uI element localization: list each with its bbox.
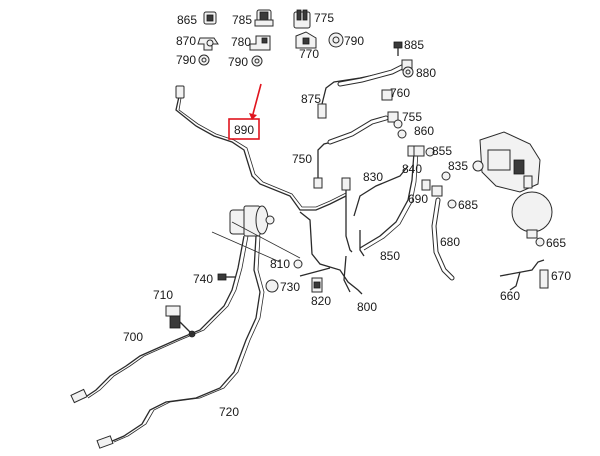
- bolt-885-icon: [393, 41, 403, 56]
- fitting-810-icon: [293, 259, 303, 269]
- label-785: 785: [232, 13, 252, 27]
- label-720: 720: [219, 405, 239, 419]
- hose-680: [431, 197, 455, 281]
- label-670: 670: [551, 269, 571, 283]
- clip-770-icon: [295, 31, 317, 49]
- label-880: 880: [416, 66, 436, 80]
- label-740: 740: [193, 272, 213, 286]
- label-760: 760: [390, 86, 410, 100]
- pipe-830: [341, 165, 409, 253]
- label-780: 780: [231, 35, 251, 49]
- pipe-850: [359, 145, 419, 257]
- label-665: 665: [546, 236, 566, 250]
- label-700: 700: [123, 330, 143, 344]
- label-835: 835: [448, 159, 468, 173]
- washer-755-icon: [393, 119, 403, 129]
- fitting-820-icon: [311, 277, 323, 293]
- clip-870-icon: [197, 37, 219, 51]
- label-790-a: 790: [176, 53, 196, 67]
- pipe-890: [175, 85, 347, 211]
- pipe-800: [299, 211, 363, 295]
- fitting-760-icon: [381, 89, 393, 101]
- label-885: 885: [404, 38, 424, 52]
- bracket-660-icon: [499, 259, 549, 291]
- label-830: 830: [363, 170, 383, 184]
- clip-780-icon: [249, 35, 271, 51]
- label-690: 690: [408, 192, 428, 206]
- label-790-b: 790: [228, 55, 248, 69]
- fitting-840-icon: [421, 179, 431, 191]
- grommet-790-top-icon: [328, 32, 344, 48]
- label-870: 870: [176, 34, 196, 48]
- clip-730-icon: [265, 279, 279, 293]
- label-840: 840: [402, 162, 422, 176]
- clamp-710-icon: [165, 305, 196, 338]
- pump-unit-icon: [472, 131, 541, 193]
- label-680: 680: [440, 235, 460, 249]
- clip-865-icon: [203, 11, 217, 25]
- hose-750: [313, 111, 399, 189]
- label-820: 820: [311, 294, 331, 308]
- label-660: 660: [500, 289, 520, 303]
- washer-835-icon: [441, 171, 451, 181]
- label-790-top: 790: [344, 34, 364, 48]
- label-710: 710: [153, 288, 173, 302]
- label-770: 770: [299, 47, 319, 61]
- grommet-790-a-icon: [198, 54, 210, 66]
- label-865: 865: [177, 13, 197, 27]
- clip-775-icon: [293, 9, 311, 29]
- label-685: 685: [458, 198, 478, 212]
- label-860: 860: [414, 124, 434, 138]
- washer-685-icon: [447, 199, 457, 209]
- fitting-855-icon: [413, 145, 435, 157]
- fitting-690-icon: [431, 185, 443, 197]
- hose-875: [317, 59, 413, 119]
- label-800: 800: [357, 300, 377, 314]
- label-750: 750: [292, 152, 312, 166]
- label-875: 875: [301, 92, 321, 106]
- label-810: 810: [270, 257, 290, 271]
- label-850: 850: [380, 249, 400, 263]
- clip-785-icon: [254, 9, 274, 27]
- bolt-740-icon: [217, 273, 236, 281]
- label-730: 730: [280, 280, 300, 294]
- accumulator-icon: [511, 191, 553, 247]
- label-775: 775: [314, 11, 334, 25]
- junction-block-icon: [229, 205, 275, 237]
- washer-880-icon: [402, 66, 414, 78]
- label-890: 890: [234, 123, 254, 137]
- part-labels: 865 785 775 870 780 770 790 790 790 885 …: [123, 11, 571, 419]
- pipe-720: [96, 235, 265, 449]
- label-855: 855: [432, 144, 452, 158]
- grommet-790-b-icon: [251, 55, 263, 67]
- highlight-890-callout: 890: [228, 83, 262, 140]
- label-755: 755: [402, 110, 422, 124]
- washer-860-icon: [397, 129, 407, 139]
- pipe-700: [70, 235, 249, 404]
